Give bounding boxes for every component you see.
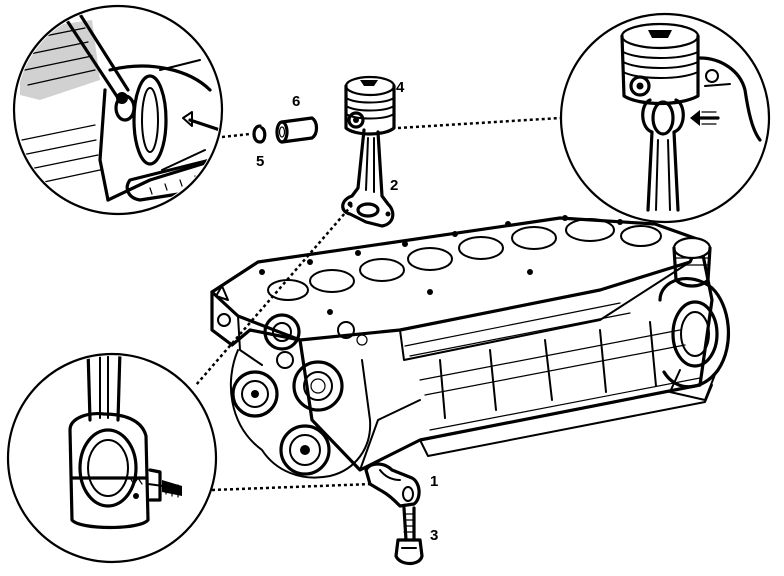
piston-label: 4 <box>396 79 405 96</box>
piston-install-detail-view <box>559 12 771 224</box>
rear-bearing-saddle <box>658 277 731 401</box>
engine-block <box>210 215 731 479</box>
piston-pin-label: 6 <box>292 93 300 110</box>
cylinder-bores <box>267 218 662 301</box>
rod-bolt-label: 3 <box>430 527 438 544</box>
leader-lines <box>195 116 561 492</box>
rear-piston-in-bore <box>672 236 712 288</box>
circlip-label: 5 <box>256 153 264 170</box>
crankcase-ribs <box>419 321 686 419</box>
front-pulleys <box>231 313 344 476</box>
connecting-rod-cap <box>364 462 421 508</box>
connecting-rod-bolt <box>394 506 424 566</box>
connecting-rod-label: 2 <box>390 177 398 194</box>
circlip <box>252 124 267 144</box>
piston-pin <box>275 116 319 144</box>
connecting-rod <box>341 128 395 228</box>
callout-labels: 4 6 5 2 1 3 <box>256 79 438 544</box>
rod-cap-label: 1 <box>430 473 438 490</box>
piston <box>344 75 396 136</box>
circlip-detail-view <box>12 4 224 216</box>
head-bolt-holes <box>259 215 623 315</box>
rod-cap-detail-view <box>6 352 218 564</box>
